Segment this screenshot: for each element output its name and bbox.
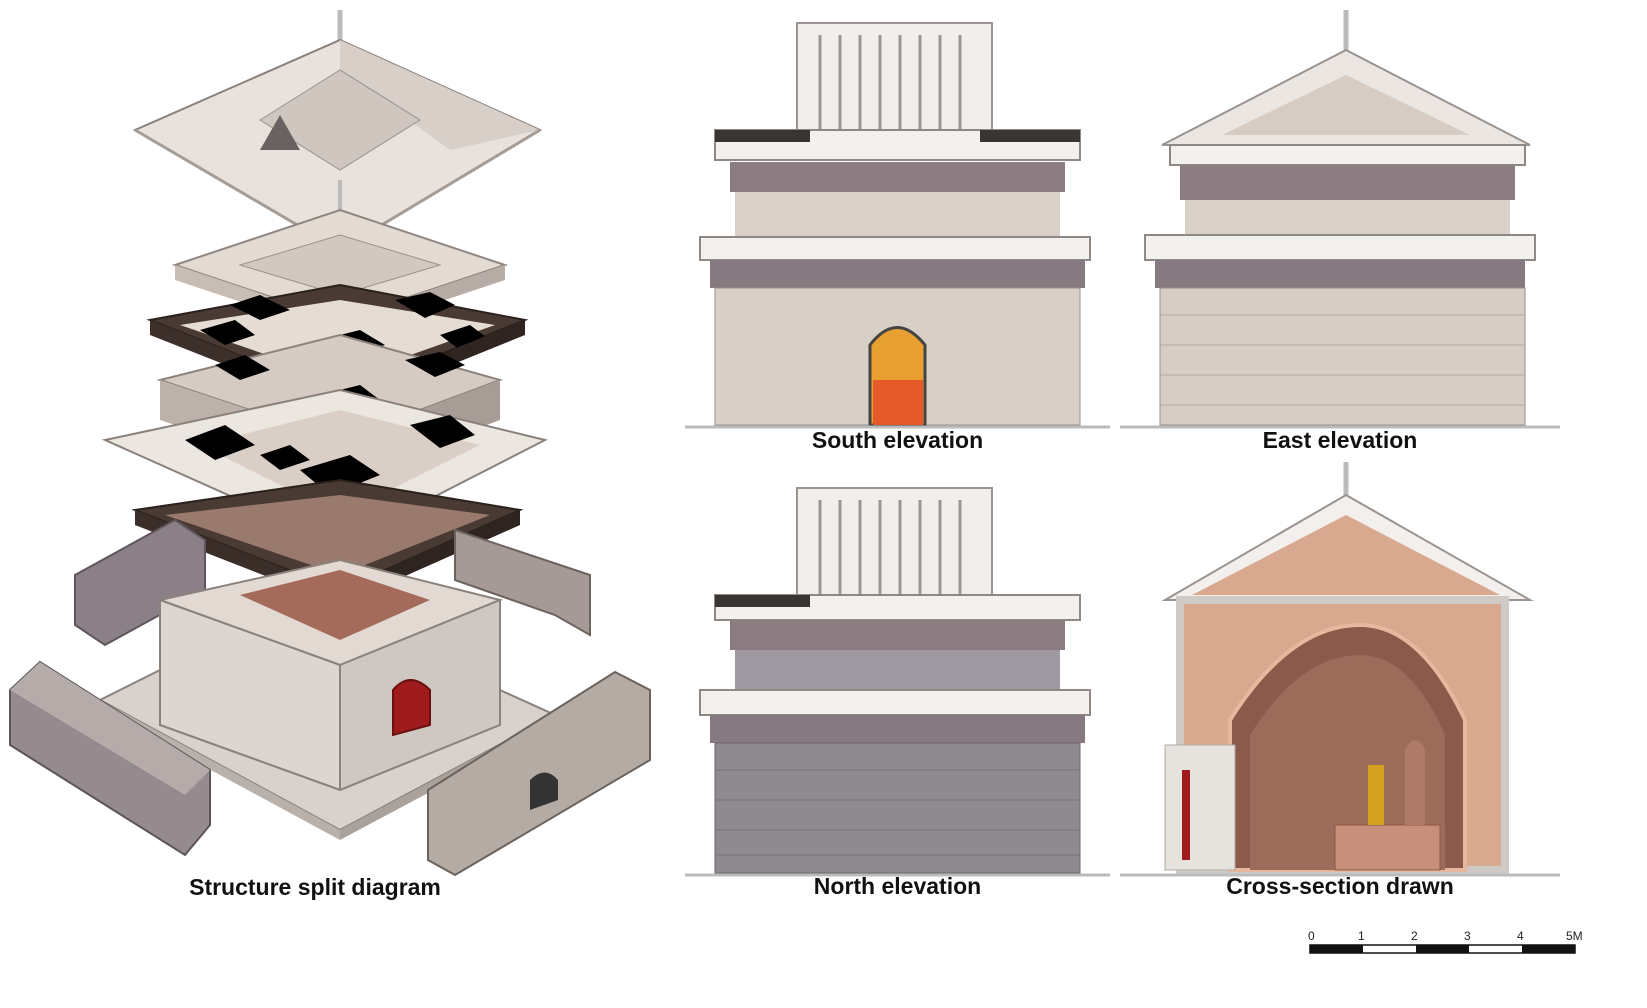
caption-structure-split: Structure split diagram xyxy=(189,874,441,900)
east-elevation-panel: East elevation xyxy=(1120,5,1560,453)
cross-section-panel: Cross-section drawn xyxy=(1120,460,1560,925)
scale-tick-1: 1 xyxy=(1358,929,1365,943)
top-roof-layer xyxy=(132,10,543,260)
north-elevation-drawing xyxy=(685,487,1110,877)
caption-east-elevation: East elevation xyxy=(1262,427,1418,453)
door-icon xyxy=(392,679,431,737)
front-wall-slab-right xyxy=(427,670,651,877)
scale-bar-graphic: 0 1 2 3 4 5M xyxy=(1308,929,1583,954)
scale-tick-5m: 5M xyxy=(1566,929,1583,943)
scale-tick-2: 2 xyxy=(1411,929,1418,943)
scale-bar: 0 1 2 3 4 5M xyxy=(1300,925,1600,970)
south-elevation-drawing xyxy=(685,22,1110,429)
main-base-block xyxy=(156,558,504,792)
caption-cross-section: Cross-section drawn xyxy=(1226,873,1454,899)
front-wall-slab-left xyxy=(9,660,211,857)
scale-tick-4: 4 xyxy=(1517,929,1524,943)
exploded-axonometric-drawing xyxy=(9,10,651,877)
side-wall-slabs xyxy=(74,518,591,647)
east-elevation-drawing xyxy=(1120,10,1560,429)
caption-north-elevation: North elevation xyxy=(813,873,982,899)
scale-tick-3: 3 xyxy=(1464,929,1471,943)
cross-section-drawing xyxy=(1120,462,1560,877)
scale-tick-0: 0 xyxy=(1308,929,1315,943)
north-elevation-panel: North elevation xyxy=(685,460,1110,925)
south-elevation-panel: South elevation xyxy=(685,5,1110,453)
structure-split-diagram: Structure split diagram xyxy=(0,0,690,1008)
caption-south-elevation: South elevation xyxy=(811,427,984,453)
